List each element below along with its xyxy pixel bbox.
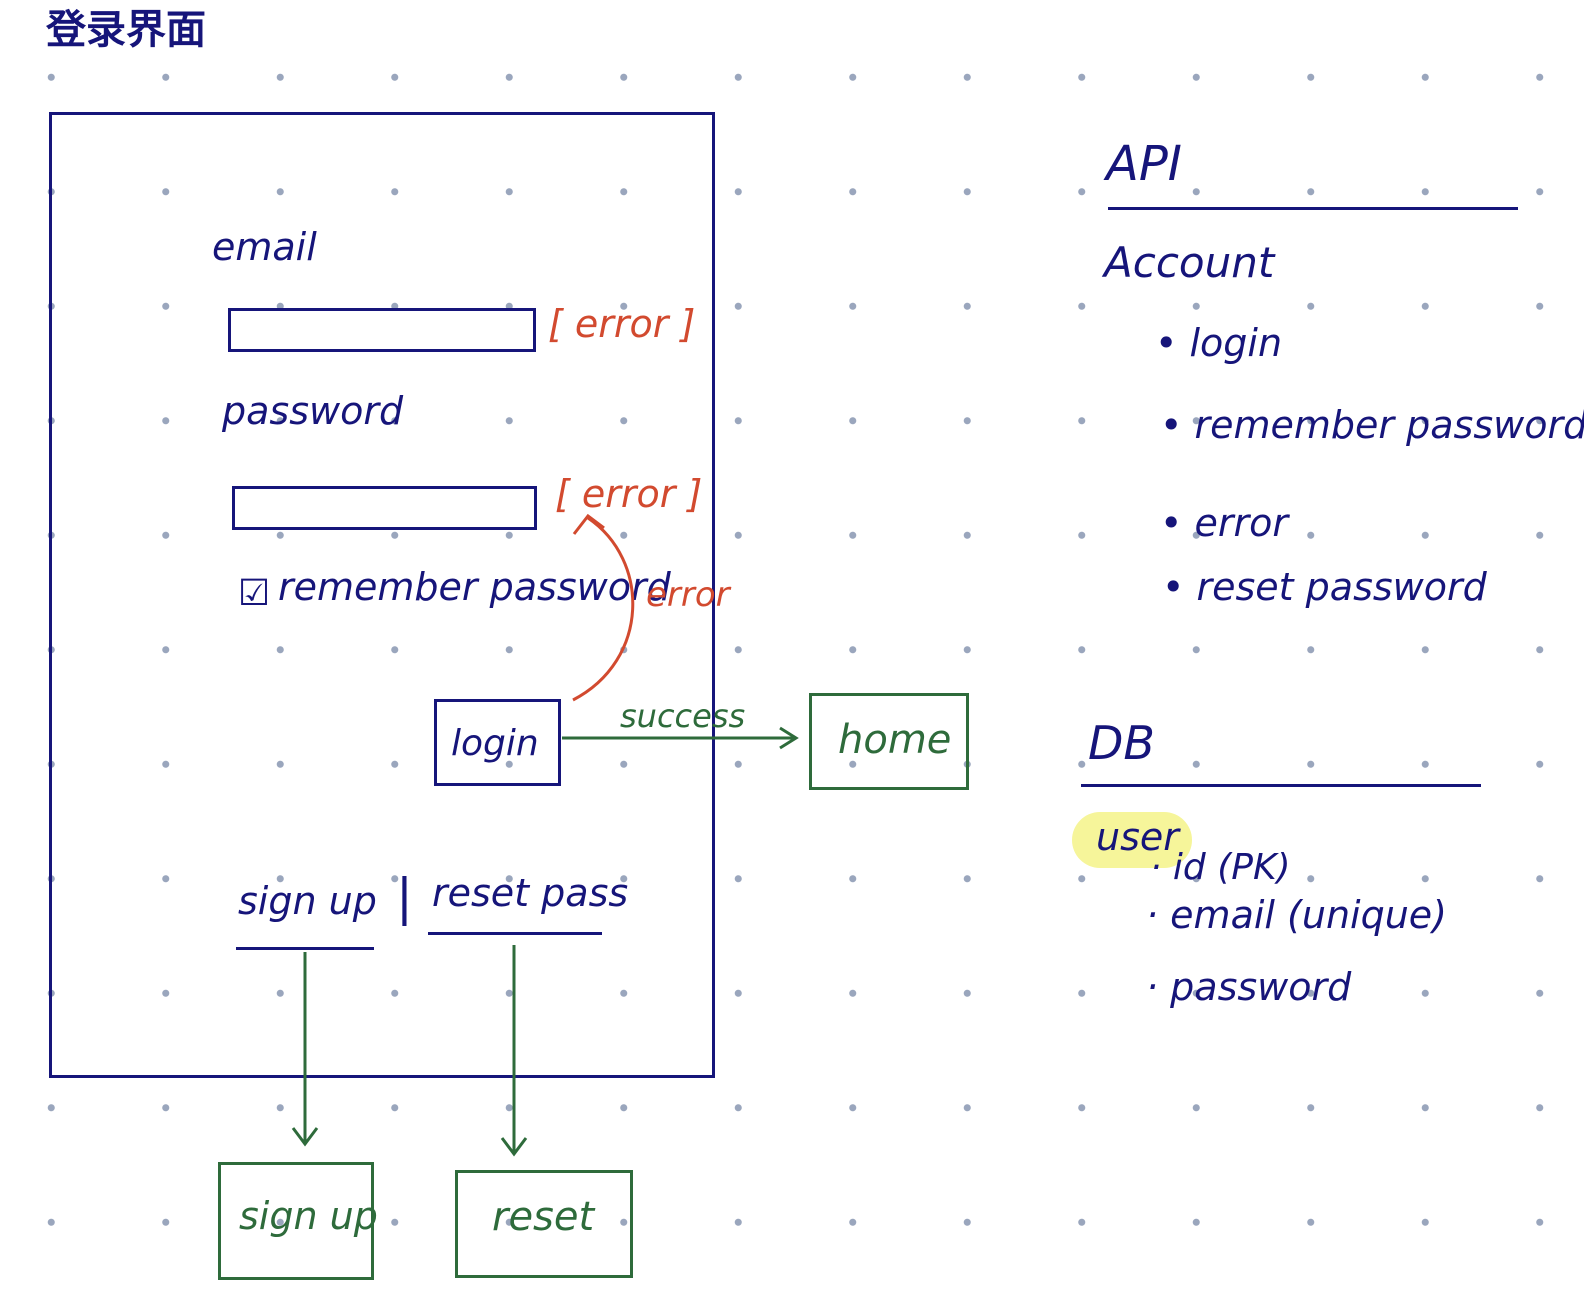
api-item-remember-password: • remember password [1160, 403, 1584, 447]
api-group-account: Account [1104, 238, 1275, 287]
success-flow-label: success [620, 697, 746, 735]
db-heading: DB [1088, 716, 1155, 770]
db-field-email: · email (unique) [1146, 893, 1448, 937]
login-button-label: login [451, 723, 539, 764]
db-heading-underline [1081, 784, 1481, 787]
reset-screen-box: reset [455, 1170, 633, 1278]
login-screen-frame [49, 112, 715, 1078]
link-separator: | [396, 868, 413, 926]
email-label: email [212, 225, 317, 269]
remember-checkbox[interactable]: ☑ [238, 573, 271, 614]
reset-pass-link[interactable]: reset pass [432, 871, 629, 915]
api-heading-underline [1108, 207, 1518, 210]
password-input[interactable] [232, 486, 537, 530]
email-error: [ error ] [548, 302, 696, 346]
signup-arrow-head [291, 1127, 319, 1147]
api-heading: API [1106, 136, 1182, 192]
password-label: password [222, 389, 404, 433]
error-arrow-head [572, 513, 605, 535]
home-screen-box: home [809, 693, 969, 790]
login-button[interactable]: login [434, 699, 561, 786]
success-arrow-head [779, 726, 799, 750]
error-arrow [572, 516, 635, 702]
db-table-user: user [1096, 815, 1179, 859]
remember-password-label: remember password [278, 565, 671, 609]
signup-screen-box: sign up [218, 1162, 378, 1280]
api-item-error: • error [1160, 501, 1288, 545]
signup-screen-label: sign up [239, 1194, 378, 1238]
reset-arrow-head [500, 1137, 528, 1157]
password-error: [ error ] [555, 472, 703, 516]
reset-pass-link-underline [428, 932, 602, 935]
db-field-id: · id (PK) [1150, 847, 1291, 888]
signup-link[interactable]: sign up [238, 879, 377, 923]
page-title: 登录界面 [46, 7, 206, 53]
api-item-reset-password: • reset password [1162, 565, 1487, 609]
home-screen-label: home [838, 717, 952, 763]
signup-link-underline [236, 947, 374, 950]
reset-screen-label: reset [492, 1194, 595, 1240]
user-table-highlight [1072, 812, 1192, 868]
email-input[interactable] [228, 308, 536, 352]
api-item-login: • login [1155, 321, 1283, 365]
error-flow-label: error [646, 575, 730, 615]
db-field-password: · password [1146, 965, 1352, 1009]
